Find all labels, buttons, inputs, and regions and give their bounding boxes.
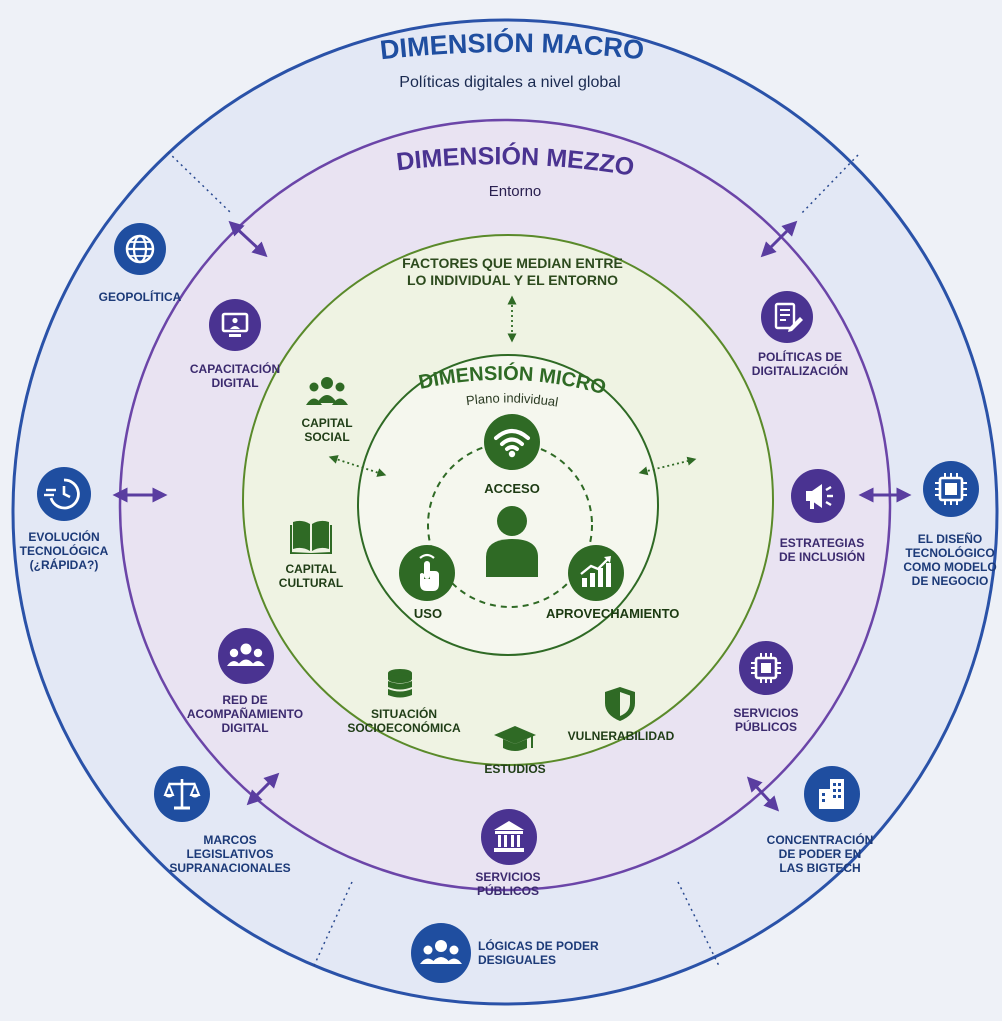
acceso-label: ACCESO <box>484 481 540 496</box>
processor-icon <box>738 640 794 696</box>
mezzo-subtitle: Entorno <box>488 183 542 200</box>
situacion-label: SITUACIÓN SOCIOECONÓMICA <box>347 707 461 736</box>
scales-icon <box>153 765 211 823</box>
separator <box>167 151 231 213</box>
capital-social-label: CAPITAL SOCIAL <box>301 416 353 445</box>
diseno-label: EL DISEÑO TECNOLÓGICO COMO MODELO DE NEG… <box>903 532 997 589</box>
megaphone-icon <box>790 468 846 524</box>
shield-icon <box>604 686 636 722</box>
estudios-label: ESTUDIOS <box>484 762 546 776</box>
micro-subtitle: Plano individual <box>465 390 559 409</box>
separator <box>677 881 721 969</box>
team-icon <box>306 375 348 409</box>
person-icon <box>486 505 538 577</box>
servicios-bottom-label: SERVICIOS PÚBLICOS <box>475 870 541 899</box>
touch-icon <box>398 544 456 602</box>
marcos-label: MARCOS LEGISLATIVOS SUPRANACIONALES <box>169 833 291 876</box>
document-edit-icon <box>760 290 814 344</box>
separator <box>312 881 353 969</box>
double-arrow <box>760 220 798 258</box>
double-arrow <box>228 220 268 258</box>
dotted-arrow <box>328 455 387 477</box>
separator <box>799 154 859 216</box>
servicios-right-label: SERVICIOS PÚBLICOS <box>733 706 799 735</box>
growth-chart-icon <box>567 544 625 602</box>
bank-icon <box>480 808 538 866</box>
aprovechamiento-label: APROVECHAMIENTO <box>546 606 680 621</box>
book-icon <box>290 518 332 554</box>
uso-label: USO <box>413 606 443 621</box>
capacitacion-label: CAPACITACIÓN DIGITAL <box>189 362 281 391</box>
coins-stack-icon <box>387 668 413 702</box>
wifi-icon <box>483 413 541 471</box>
double-arrow <box>746 776 780 812</box>
globe-icon <box>113 222 167 276</box>
chip-icon <box>922 460 980 518</box>
capital-cultural-label: CAPITAL CULTURAL <box>278 562 344 591</box>
clock-icon <box>36 466 92 522</box>
vulnerabilidad-label: VULNERABILIDAD <box>567 729 675 743</box>
evolucion-label: EVOLUCIÓN TECNOLÓGICA (¿RÁPIDA?) <box>19 530 109 573</box>
dotted-arrow <box>638 456 697 476</box>
people-group-icon <box>410 922 472 984</box>
geopolitica-label: GEOPOLÍTICA <box>98 290 182 304</box>
logicas-label: LÓGICAS DE PODER DESIGUALES <box>478 939 599 968</box>
group-icon <box>217 627 275 685</box>
graduation-cap-icon <box>494 724 536 754</box>
monitor-icon <box>208 298 262 352</box>
concentracion-label: CONCENTRACIÓN DE PODER EN LAS BIGTECH <box>766 833 874 876</box>
macro-subtitle: Políticas digitales a nivel global <box>399 74 621 91</box>
factores-title: FACTORES QUE MEDIAN ENTRE LO INDIVIDUAL … <box>402 255 623 288</box>
buildings-icon <box>803 765 861 823</box>
double-arrow <box>246 772 280 806</box>
red-label: RED DE ACOMPAÑAMIENTO DIGITAL <box>186 693 304 736</box>
politicas-label: POLÍTICAS DE DIGITALIZACIÓN <box>751 350 849 379</box>
estrategias-label: ESTRATEGIAS DE INCLUSIÓN <box>778 536 865 565</box>
